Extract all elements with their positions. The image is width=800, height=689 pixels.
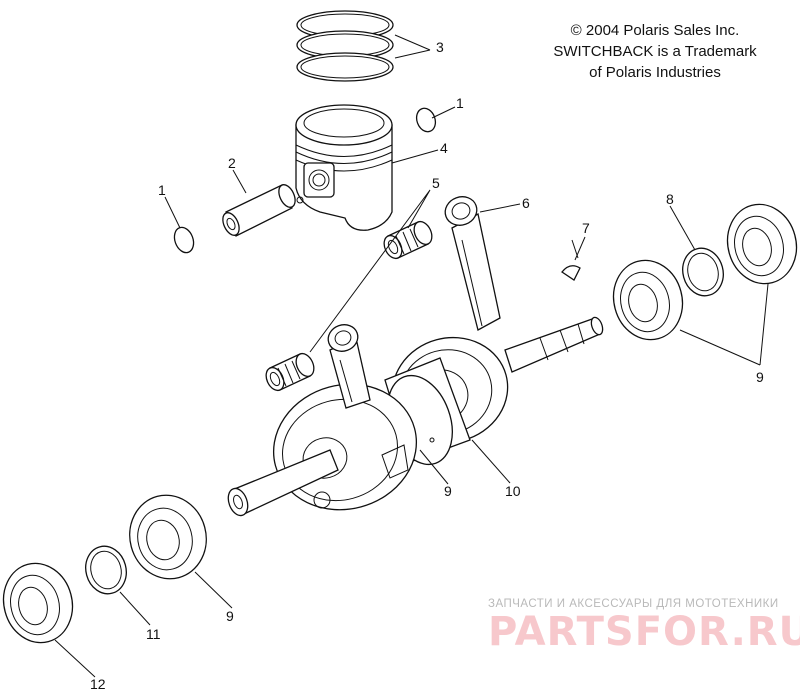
callout-9-right: 9 bbox=[756, 369, 764, 385]
leader-lines bbox=[54, 34, 769, 678]
callout-2: 2 bbox=[228, 155, 236, 171]
callout-9-center: 9 bbox=[444, 483, 452, 499]
piston bbox=[295, 104, 393, 231]
oil-seal-left bbox=[2, 562, 74, 644]
callout-5: 5 bbox=[432, 175, 440, 191]
circlip-left bbox=[173, 226, 195, 254]
copyright-line-1: © 2004 Polaris Sales Inc. bbox=[570, 22, 740, 39]
callout-3: 3 bbox=[436, 39, 444, 55]
watermark: ЗАПЧАСТИ И АКСЕССУАРЫ ДЛЯ МОТОТЕХНИКИ PA… bbox=[488, 598, 800, 655]
piston-ring-lower bbox=[296, 52, 394, 82]
callout-1-left: 1 bbox=[158, 182, 166, 198]
callout-9-left: 9 bbox=[226, 608, 234, 624]
crankshaft-assembly bbox=[227, 316, 604, 517]
callout-1-right: 1 bbox=[456, 95, 464, 111]
callout-11: 11 bbox=[146, 626, 161, 642]
copyright-line-3: of Polaris Industries bbox=[589, 64, 721, 81]
callout-12: 12 bbox=[90, 676, 106, 689]
seal-bearing-right bbox=[726, 203, 798, 285]
copyright-line-2: SWITCHBACK is a Trademark bbox=[553, 43, 757, 60]
callout-6: 6 bbox=[522, 195, 530, 211]
shim-ring-left bbox=[85, 545, 127, 595]
shim-ring-right bbox=[682, 247, 724, 297]
connecting-rod-mag bbox=[327, 324, 371, 409]
callout-4: 4 bbox=[440, 140, 448, 156]
ball-bearing-right bbox=[612, 259, 684, 341]
watermark-tagline: ЗАПЧАСТИ И АКСЕССУАРЫ ДЛЯ МОТОТЕХНИКИ bbox=[488, 598, 779, 610]
watermark-brand: PARTSFOR.RU bbox=[488, 609, 800, 655]
woodruff-key bbox=[561, 239, 581, 281]
needle-bearing-lower bbox=[265, 352, 315, 392]
ball-bearing-left bbox=[129, 494, 207, 580]
connecting-rod-pto bbox=[444, 196, 501, 331]
callout-10: 10 bbox=[505, 483, 521, 499]
needle-bearing-upper bbox=[383, 220, 433, 260]
circlip-right bbox=[415, 107, 437, 133]
wrist-pin bbox=[222, 184, 296, 237]
callout-8: 8 bbox=[666, 191, 674, 207]
callout-7: 7 bbox=[582, 220, 590, 236]
copyright-notice: © 2004 Polaris Sales Inc. SWITCHBACK is … bbox=[535, 20, 775, 83]
callout-labels: 3 1 4 2 1 5 6 7 8 9 9 10 9 11 12 bbox=[90, 39, 764, 689]
